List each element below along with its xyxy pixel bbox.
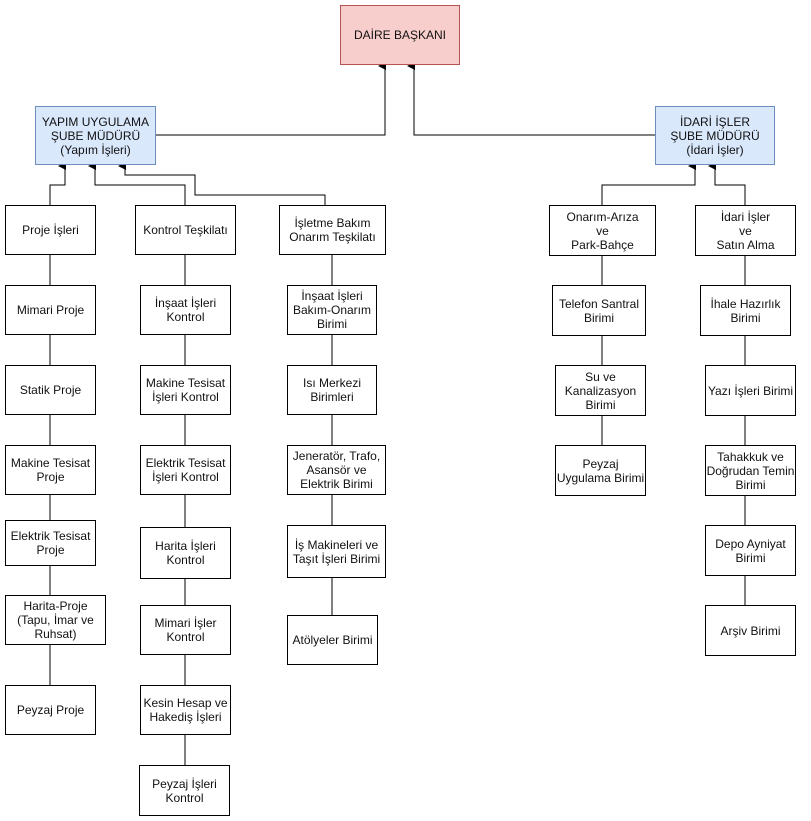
unit-box: Kontrol Teşkilatı [135,205,236,255]
unit-box: Onarım-Arıza ve Park-Bahçe [549,205,656,256]
unit-box: Telefon Santral Birimi [552,285,646,336]
unit-box: İdari İşler ve Satın Alma [695,205,796,256]
unit-box: Peyzaj İşleri Kontrol [139,765,230,816]
unit-box: İş Makineleri ve Taşıt İşleri Birimi [287,525,386,578]
unit-box: Kesin Hesap ve Hakediş İşleri [140,685,231,735]
unit-box: İnşaat İşleri Bakım-Onarım Birimi [287,285,377,335]
unit-box: Peyzaj Proje [5,685,96,735]
unit-box: Peyzaj Uygulama Birimi [555,445,646,496]
unit-box: Yazı İşleri Birimi [705,365,796,416]
yapim-manager-box: YAPIM UYGULAMA ŞUBE MÜDÜRÜ (Yapım İşleri… [35,106,156,165]
connector-yapim-head [156,62,386,136]
connector-proje-yapim [49,162,66,205]
unit-box: Statik Proje [5,365,96,415]
unit-box: Makine Tesisat İşleri Kontrol [140,365,231,415]
unit-box: İşletme Bakım Onarım Teşkilatı [279,205,386,255]
unit-box: Mimari İşler Kontrol [140,605,231,655]
unit-box: Arşiv Birimi [705,605,796,656]
unit-box: Harita-Proje (Tapu, İmar ve Ruhsat) [5,595,106,645]
connector-kontrol-yapim [88,162,186,205]
idari-manager-box: İDARİ İŞLER ŞUBE MÜDÜRÜ (İdari İşler) [655,106,775,165]
unit-box: Jeneratör, Trafo, Asansör ve Elektrik Bi… [287,445,386,495]
unit-box: Isı Merkezi Birimleri [287,365,377,415]
unit-box: Depo Ayniyat Birimi [705,525,796,576]
connector-onarim-idari [601,162,696,205]
unit-box: Makine Tesisat Proje [5,445,96,495]
unit-box: Tahakkuk ve Doğrudan Temin Birimi [705,445,796,496]
unit-box: Elektrik Tesisat Proje [5,520,96,566]
connector-isletme-yapim [118,162,326,205]
unit-box: Harita İşleri Kontrol [140,527,231,579]
daire-baskani-box: DAİRE BAŞKANI [340,5,460,65]
unit-box: Atölyeler Birimi [287,615,378,665]
unit-box: Elektrik Tesisat İşleri Kontrol [140,445,231,495]
unit-box: Proje İşleri [5,205,96,255]
unit-box: İhale Hazırlık Birimi [700,285,791,336]
connector-idari-head [407,62,655,136]
unit-box: İnşaat İşleri Kontrol [140,285,231,335]
connector-satin-idari [708,162,746,205]
unit-box: Su ve Kanalizasyon Birimi [555,365,646,416]
unit-box: Mimari Proje [5,285,96,335]
